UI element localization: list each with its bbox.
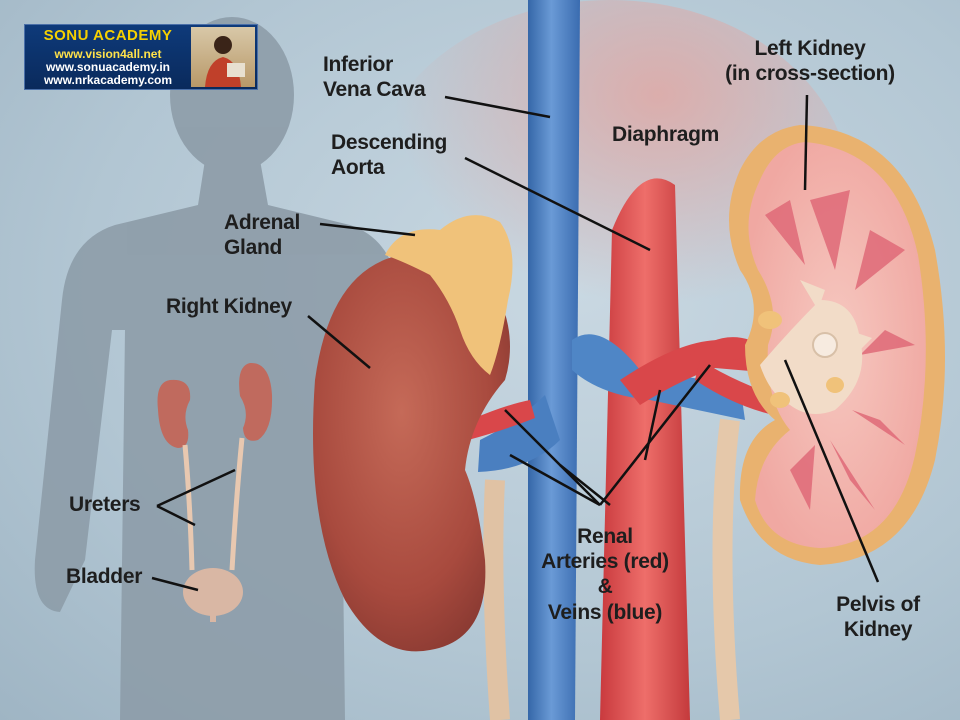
vena-cava-shape [528,0,580,720]
label-ivc-line1: Inferior [323,53,393,76]
label-left-kidney-line1: Left Kidney [754,37,866,60]
label-inferior-vena-cava: Inferior Vena Cava [323,52,426,102]
label-renal-line2: Arteries (red) [541,550,669,574]
label-left-kidney-line2: (in cross-section) [725,62,895,86]
label-adrenal-line2: Gland [224,236,283,260]
label-aorta-line1: Descending [331,131,448,154]
logo-url-1: www.vision4all.net [54,47,162,61]
label-pelvis-of-kidney: Pelvis of Kidney [818,592,938,642]
logo-url-3: www.nrkacademy.com [43,73,173,87]
presenter-photo [191,27,255,87]
label-pelvis-line1: Pelvis of [836,593,920,616]
label-ureters: Ureters [69,493,141,516]
small-urinary-system [157,362,273,622]
adrenal-gland-shape [385,215,513,375]
label-adrenal-line1: Adrenal [224,211,301,234]
logo-url-2: www.sonuacademy.in [45,60,171,74]
label-aorta-line2: Aorta [331,156,385,180]
pointer-lines [151,94,880,592]
right-kidney-shape [313,252,510,652]
logo-title: SONU ACADEMY [43,27,173,44]
sonu-academy-logo: SONU ACADEMY www.vision4all.net www.sonu… [24,24,258,90]
label-descending-aorta: Descending Aorta [331,130,447,180]
label-renal-line1: Renal [577,525,633,548]
label-renal-line4: Veins (blue) [547,600,663,624]
label-adrenal-gland: Adrenal Gland [224,210,300,260]
left-kidney-cross-section [729,125,945,565]
label-left-kidney: Left Kidney (in cross-section) [712,36,908,86]
label-ivc-line2: Vena Cava [323,78,426,102]
label-bladder: Bladder [66,565,143,588]
label-diaphragm: Diaphragm [612,123,719,146]
label-renal-vessels: Renal Arteries (red) & Veins (blue) [520,524,690,625]
label-right-kidney: Right Kidney [166,295,292,318]
label-renal-line3: & [597,575,613,599]
label-pelvis-line2: Kidney [843,618,913,642]
